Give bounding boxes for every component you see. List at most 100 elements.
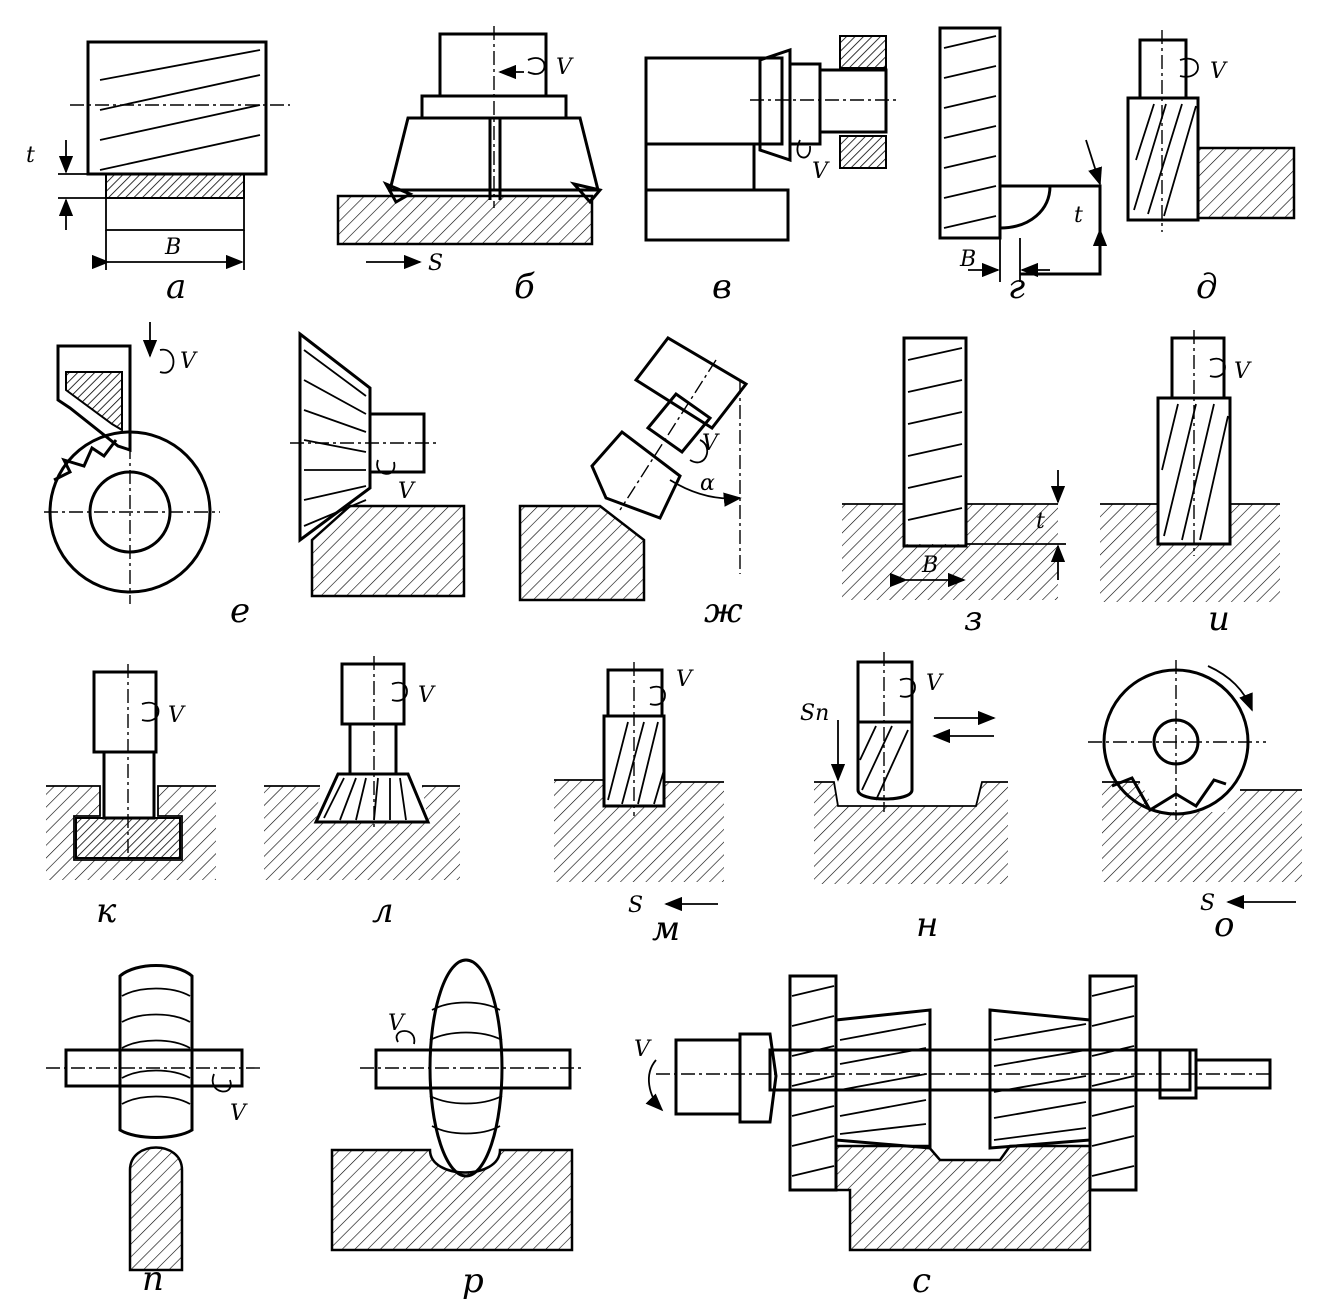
workpiece bbox=[46, 786, 216, 880]
v-symbol: V bbox=[926, 671, 944, 696]
caption-m: м bbox=[652, 909, 680, 949]
v-symbol: V bbox=[556, 55, 574, 80]
panel-n: V Sn н bbox=[800, 652, 1008, 945]
caption-b: б bbox=[514, 267, 535, 307]
caption-z: з bbox=[964, 599, 983, 639]
alpha-symbol: α bbox=[700, 471, 715, 496]
workpiece bbox=[336, 194, 594, 246]
t-symbol: t bbox=[1036, 509, 1045, 534]
panel-b: V S б bbox=[336, 26, 603, 307]
spindle bbox=[856, 660, 914, 724]
v-symbol: V bbox=[1210, 59, 1228, 84]
disc-cutter bbox=[938, 26, 1002, 240]
workpiece bbox=[554, 780, 724, 882]
rotation-arrow bbox=[527, 57, 546, 75]
caption-a: а bbox=[166, 267, 186, 307]
v-symbol: V bbox=[230, 1101, 248, 1126]
caption-d: д bbox=[1196, 267, 1218, 307]
s-symbol: S bbox=[1200, 891, 1215, 916]
caption-zh: ж bbox=[704, 591, 743, 631]
workpiece bbox=[1196, 146, 1296, 220]
v-symbol: V bbox=[702, 431, 720, 456]
workpiece bbox=[1102, 782, 1302, 882]
panel-angle-cutter: V bbox=[290, 330, 466, 598]
caption-i: и bbox=[1208, 599, 1230, 639]
panel-zh: V α ж bbox=[518, 336, 749, 631]
v-symbol: V bbox=[676, 667, 694, 692]
workpiece bbox=[814, 782, 1008, 884]
t-symbol: t bbox=[1074, 203, 1083, 228]
spindle bbox=[606, 668, 664, 718]
cylindrical-cutter bbox=[86, 40, 268, 176]
workpiece bbox=[330, 1148, 574, 1252]
caption-p: п bbox=[142, 1259, 164, 1299]
slot-mill bbox=[856, 720, 914, 801]
panel-l: V л bbox=[264, 656, 460, 931]
end-mill bbox=[1156, 396, 1232, 546]
caption-k: к bbox=[96, 891, 117, 931]
panel-z: B t з bbox=[842, 336, 1066, 639]
workpiece bbox=[128, 1146, 184, 1272]
v-symbol: V bbox=[1234, 359, 1252, 384]
angle-cutter bbox=[298, 330, 372, 543]
face-mill bbox=[758, 47, 792, 163]
arbor bbox=[374, 1048, 572, 1090]
caption-v: в bbox=[712, 267, 732, 307]
workpiece bbox=[105, 197, 245, 231]
workpiece-upper bbox=[644, 56, 784, 146]
spindle bbox=[92, 670, 158, 754]
workpiece bbox=[264, 786, 460, 880]
form-cutter-profile bbox=[56, 344, 132, 453]
sn-symbol: Sn bbox=[800, 701, 829, 726]
spindle bbox=[1170, 336, 1226, 400]
panel-p: V п bbox=[46, 964, 264, 1299]
panel-g: B t г bbox=[938, 26, 1108, 307]
t-slot-cutter bbox=[75, 817, 181, 859]
spindle bbox=[633, 336, 749, 430]
v-symbol: V bbox=[812, 159, 830, 184]
v-symbol: V bbox=[634, 1037, 652, 1062]
b-symbol: B bbox=[921, 553, 938, 578]
workpiece bbox=[1100, 504, 1280, 602]
form-cutter bbox=[118, 964, 194, 1139]
workpiece bbox=[518, 504, 646, 602]
disc-cutter bbox=[902, 336, 968, 548]
caption-l: л bbox=[372, 891, 394, 931]
spindle bbox=[340, 662, 406, 726]
b-symbol: B bbox=[164, 235, 181, 260]
s-symbol: S bbox=[628, 893, 643, 918]
v-symbol: V bbox=[418, 683, 436, 708]
caption-r: р bbox=[462, 1261, 484, 1301]
workpiece bbox=[310, 504, 466, 598]
side-cutter-left bbox=[788, 974, 838, 1192]
v-symbol: V bbox=[388, 1011, 406, 1036]
panel-e: V е bbox=[44, 322, 250, 631]
panel-m: V S м bbox=[554, 662, 724, 949]
s-symbol: S bbox=[428, 251, 443, 276]
b-symbol: B bbox=[959, 247, 976, 272]
workpiece bbox=[834, 1144, 1092, 1252]
t-symbol: t bbox=[26, 143, 35, 168]
v-symbol: V bbox=[398, 479, 416, 504]
helical-cutter-right bbox=[988, 1008, 1092, 1150]
arbor-end bbox=[674, 1038, 742, 1116]
side-cutter-right bbox=[1088, 974, 1138, 1192]
panel-d: V д bbox=[1126, 30, 1296, 307]
panel-o: S о bbox=[1088, 660, 1302, 945]
angle-cutter bbox=[590, 429, 682, 520]
v-symbol: V bbox=[168, 703, 186, 728]
caption-e: е bbox=[230, 591, 250, 631]
workpiece bbox=[842, 504, 1058, 600]
panel-r: V р bbox=[330, 958, 584, 1301]
panel-a: t B а bbox=[26, 40, 290, 307]
chip-layer bbox=[105, 173, 245, 199]
spindle bbox=[818, 68, 888, 134]
caption-n: н bbox=[916, 905, 938, 945]
caption-g: г bbox=[1008, 267, 1025, 307]
panel-v: V в bbox=[644, 35, 896, 307]
spindle bbox=[438, 32, 548, 98]
panel-k: V к bbox=[46, 664, 216, 931]
helical-cutter-left bbox=[834, 1008, 932, 1150]
caption-s: с bbox=[912, 1261, 931, 1301]
caption-o: о bbox=[1214, 905, 1234, 945]
